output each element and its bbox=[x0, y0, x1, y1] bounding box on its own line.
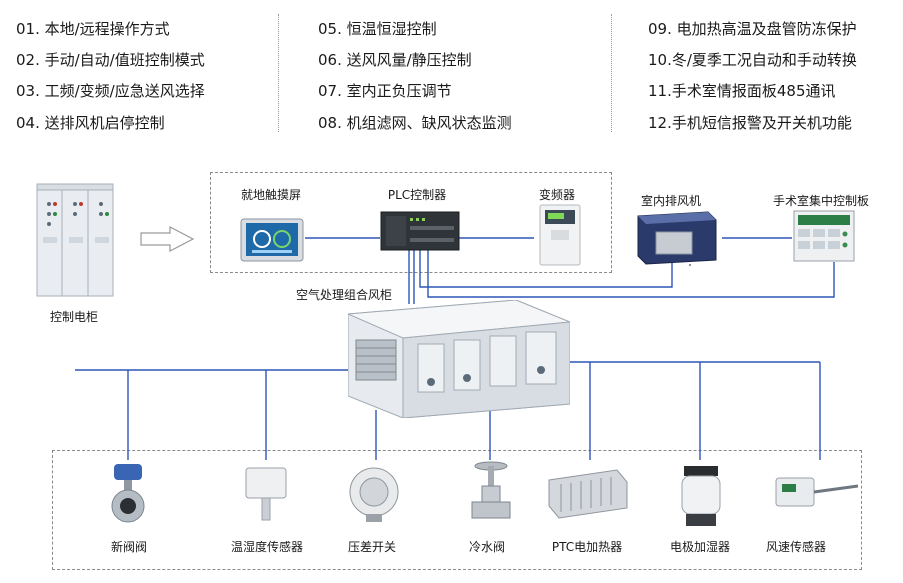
feature-item: 09. 电加热高温及盘管防冻保护 bbox=[648, 20, 857, 38]
electrode-humidifier-icon bbox=[678, 464, 724, 534]
feature-item: 05. 恒温恒湿控制 bbox=[318, 20, 437, 38]
touchscreen-label: 就地触摸屏 bbox=[240, 188, 302, 202]
feature-item: 07. 室内正负压调节 bbox=[318, 82, 452, 100]
device-label: 温湿度传感器 bbox=[230, 540, 304, 554]
chilled-water-valve-icon bbox=[470, 460, 512, 530]
central-panel-icon bbox=[793, 210, 855, 266]
wire-plc-panel bbox=[427, 250, 835, 298]
device-label: 压差开关 bbox=[347, 540, 397, 554]
temp-humidity-sensor-icon bbox=[242, 466, 290, 528]
control-cabinet-icon bbox=[35, 182, 115, 304]
cabinet-label: 控制电柜 bbox=[49, 310, 99, 324]
feature-item: 11.手术室情报面板485通讯 bbox=[648, 82, 836, 100]
arrow-icon bbox=[140, 226, 195, 252]
airflow-sensor-icon bbox=[774, 472, 860, 522]
panel-label: 手术室集中控制板 bbox=[772, 194, 870, 208]
air-handling-unit-icon bbox=[347, 299, 571, 422]
device-label: 电极加湿器 bbox=[669, 540, 731, 554]
control-group-box bbox=[210, 172, 612, 273]
device-label: 风速传感器 bbox=[765, 540, 827, 554]
field-device-box bbox=[52, 450, 862, 570]
touchscreen-icon bbox=[240, 218, 304, 266]
feature-item: 12.手机短信报警及开关机功能 bbox=[648, 114, 852, 132]
column-divider bbox=[611, 14, 612, 132]
wire-plc-fan bbox=[419, 250, 673, 288]
ahu-label: 空气处理组合风柜 bbox=[295, 288, 393, 302]
feature-item: 04. 送排风机启停控制 bbox=[16, 114, 165, 132]
plc-controller-icon bbox=[380, 210, 460, 256]
feature-item: 08. 机组滤网、缺风状态监测 bbox=[318, 114, 512, 132]
fresh-air-valve-icon bbox=[104, 462, 152, 534]
ptc-heater-icon bbox=[547, 468, 629, 524]
plc-label: PLC控制器 bbox=[387, 188, 447, 202]
feature-item: 10.冬/夏季工况自动和手动转换 bbox=[648, 51, 857, 69]
feature-item: 03. 工频/变频/应急送风选择 bbox=[16, 82, 205, 100]
column-divider bbox=[278, 14, 279, 132]
feature-item: 01. 本地/远程操作方式 bbox=[16, 20, 170, 38]
device-label: PTC电加热器 bbox=[551, 540, 623, 554]
inverter-icon bbox=[539, 204, 581, 270]
inverter-label: 变频器 bbox=[538, 188, 576, 202]
device-label: 冷水阀 bbox=[468, 540, 506, 554]
pressure-switch-icon bbox=[342, 462, 406, 530]
exhaust-fan-label: 室内排风机 bbox=[640, 194, 702, 208]
device-label: 新阀阀 bbox=[110, 540, 148, 554]
feature-item: 06. 送风风量/静压控制 bbox=[318, 51, 472, 69]
exhaust-fan-icon bbox=[630, 208, 718, 270]
feature-item: 02. 手动/自动/值班控制模式 bbox=[16, 51, 205, 69]
